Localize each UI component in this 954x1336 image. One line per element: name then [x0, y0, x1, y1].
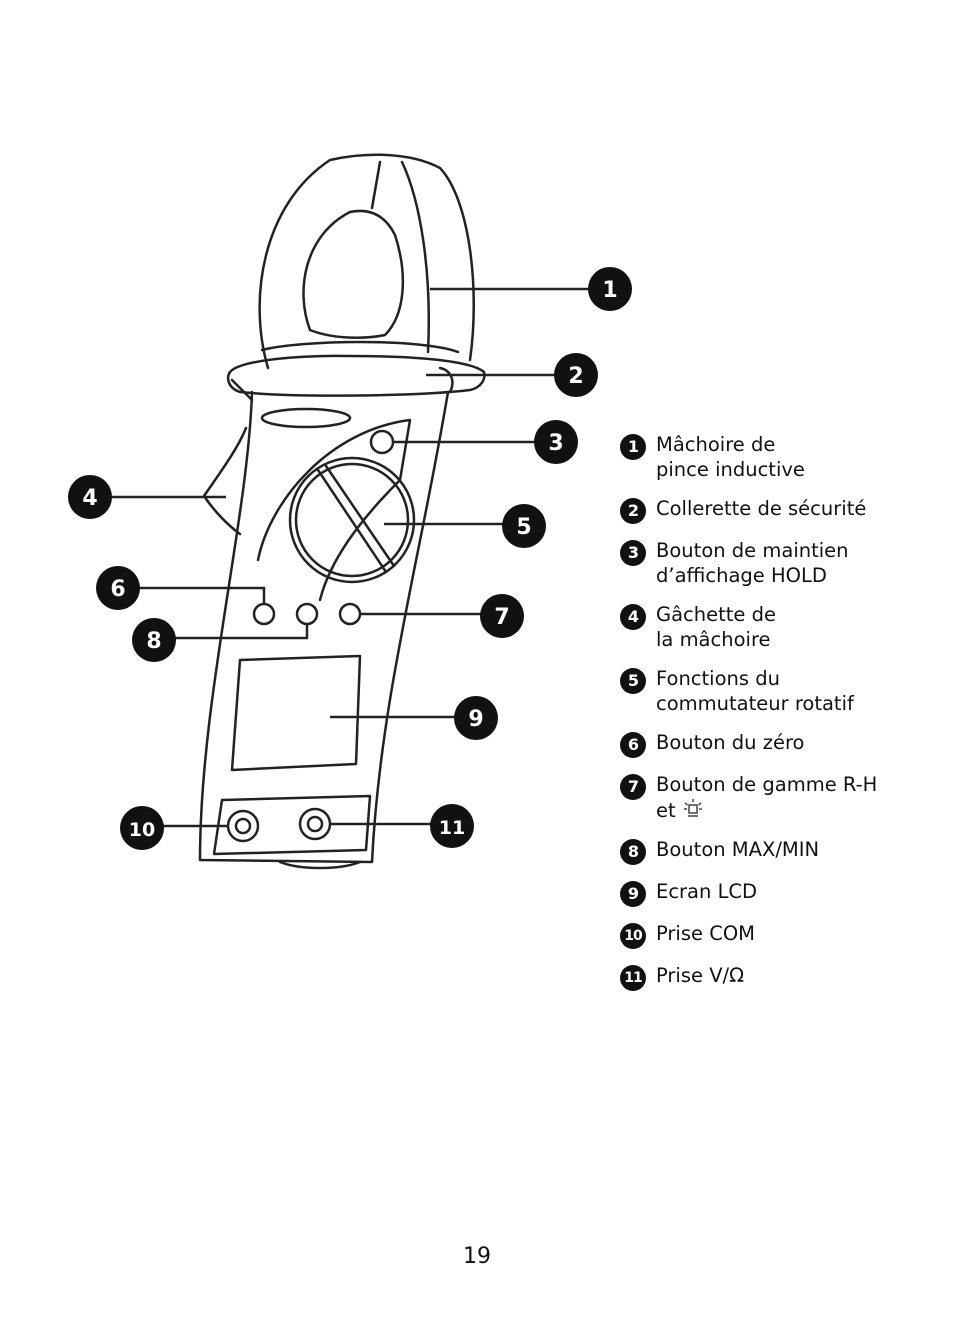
rotary-switch	[288, 456, 416, 584]
legend-item-2: 2 Collerette de sécurité	[620, 496, 940, 524]
legend-text: Bouton MAX/MIN	[656, 838, 820, 861]
legend-text: et	[656, 799, 676, 822]
callout-4: 4	[68, 475, 112, 519]
callout-9: 9	[454, 696, 498, 740]
legend-item-11: 11 Prise V/Ω	[620, 963, 940, 991]
legend-number: 3	[620, 540, 646, 566]
legend-text: Prise COM	[656, 922, 755, 945]
vohm-jack-shape	[298, 807, 332, 841]
legend-text: Bouton de maintien	[656, 539, 849, 562]
callout-10: 10	[120, 806, 164, 850]
jaw-outer	[258, 153, 475, 370]
callout-11-label: 11	[439, 817, 465, 839]
callout-5-label: 5	[516, 515, 531, 540]
legend-text: Fonctions du	[656, 667, 780, 690]
callout-6: 6	[96, 566, 140, 610]
meter-body	[198, 390, 450, 864]
legend-text: pince inductive	[656, 458, 805, 481]
legend-text: d’affichage HOLD	[656, 564, 827, 587]
callout-7: 7	[480, 594, 524, 638]
legend-text: Bouton du zéro	[656, 731, 805, 754]
com-jack-shape	[226, 809, 260, 843]
callout-2-label: 2	[568, 364, 583, 389]
legend-text: commutateur rotatif	[656, 692, 854, 715]
jaw-opening	[302, 209, 405, 339]
backlight-icon	[683, 799, 702, 817]
callout-5: 5	[502, 504, 546, 548]
safety-collar	[226, 354, 486, 397]
maxmin-button-shape	[295, 602, 319, 626]
range-button-shape	[338, 602, 362, 626]
legend-text: la mâchoire	[656, 628, 771, 651]
callout-10-label: 10	[129, 819, 155, 841]
legend-item-6: 6 Bouton du zéro	[620, 730, 940, 758]
legend-number: 6	[620, 732, 646, 758]
legend-item-8: 8 Bouton MAX/MIN	[620, 837, 940, 865]
zero-button-shape	[252, 602, 276, 626]
legend-number: 1	[620, 434, 646, 460]
legend-text: Ecran LCD	[656, 880, 758, 903]
callout-1: 1	[588, 267, 632, 311]
legend-text: Gâchette de	[656, 603, 776, 626]
callout-9-label: 9	[468, 707, 483, 732]
callout-2: 2	[554, 353, 598, 397]
legend-number: 5	[620, 668, 646, 694]
legend-text: Bouton de gamme R-H	[656, 773, 878, 796]
callout-4-label: 4	[82, 486, 97, 511]
callout-8-label: 8	[146, 629, 161, 654]
page-number: 19	[463, 1244, 491, 1269]
legend-text: Collerette de sécurité	[656, 497, 867, 520]
legend-number: 2	[620, 498, 646, 524]
legend-number: 11	[620, 965, 646, 991]
lcd-screen	[230, 654, 362, 772]
callout-7-label: 7	[494, 605, 509, 630]
legend-item-9: 9 Ecran LCD	[620, 879, 940, 907]
legend-number: 10	[620, 923, 646, 949]
legend-item-10: 10 Prise COM	[620, 921, 940, 949]
hold-button-shape	[369, 429, 395, 455]
legend-number: 7	[620, 774, 646, 800]
callout-1-label: 1	[602, 278, 617, 303]
legend-text: Prise V/Ω	[656, 964, 745, 987]
callout-11: 11	[430, 804, 474, 848]
callout-8: 8	[132, 618, 176, 662]
legend-item-7: 7 Bouton de gamme R-H et	[620, 772, 940, 823]
legend-number: 8	[620, 839, 646, 865]
legend-number: 4	[620, 604, 646, 630]
callout-3: 3	[534, 420, 578, 464]
callout-3-label: 3	[548, 431, 563, 456]
legend-text: Mâchoire de	[656, 433, 776, 456]
callout-6-label: 6	[110, 577, 125, 602]
legend-number: 9	[620, 881, 646, 907]
